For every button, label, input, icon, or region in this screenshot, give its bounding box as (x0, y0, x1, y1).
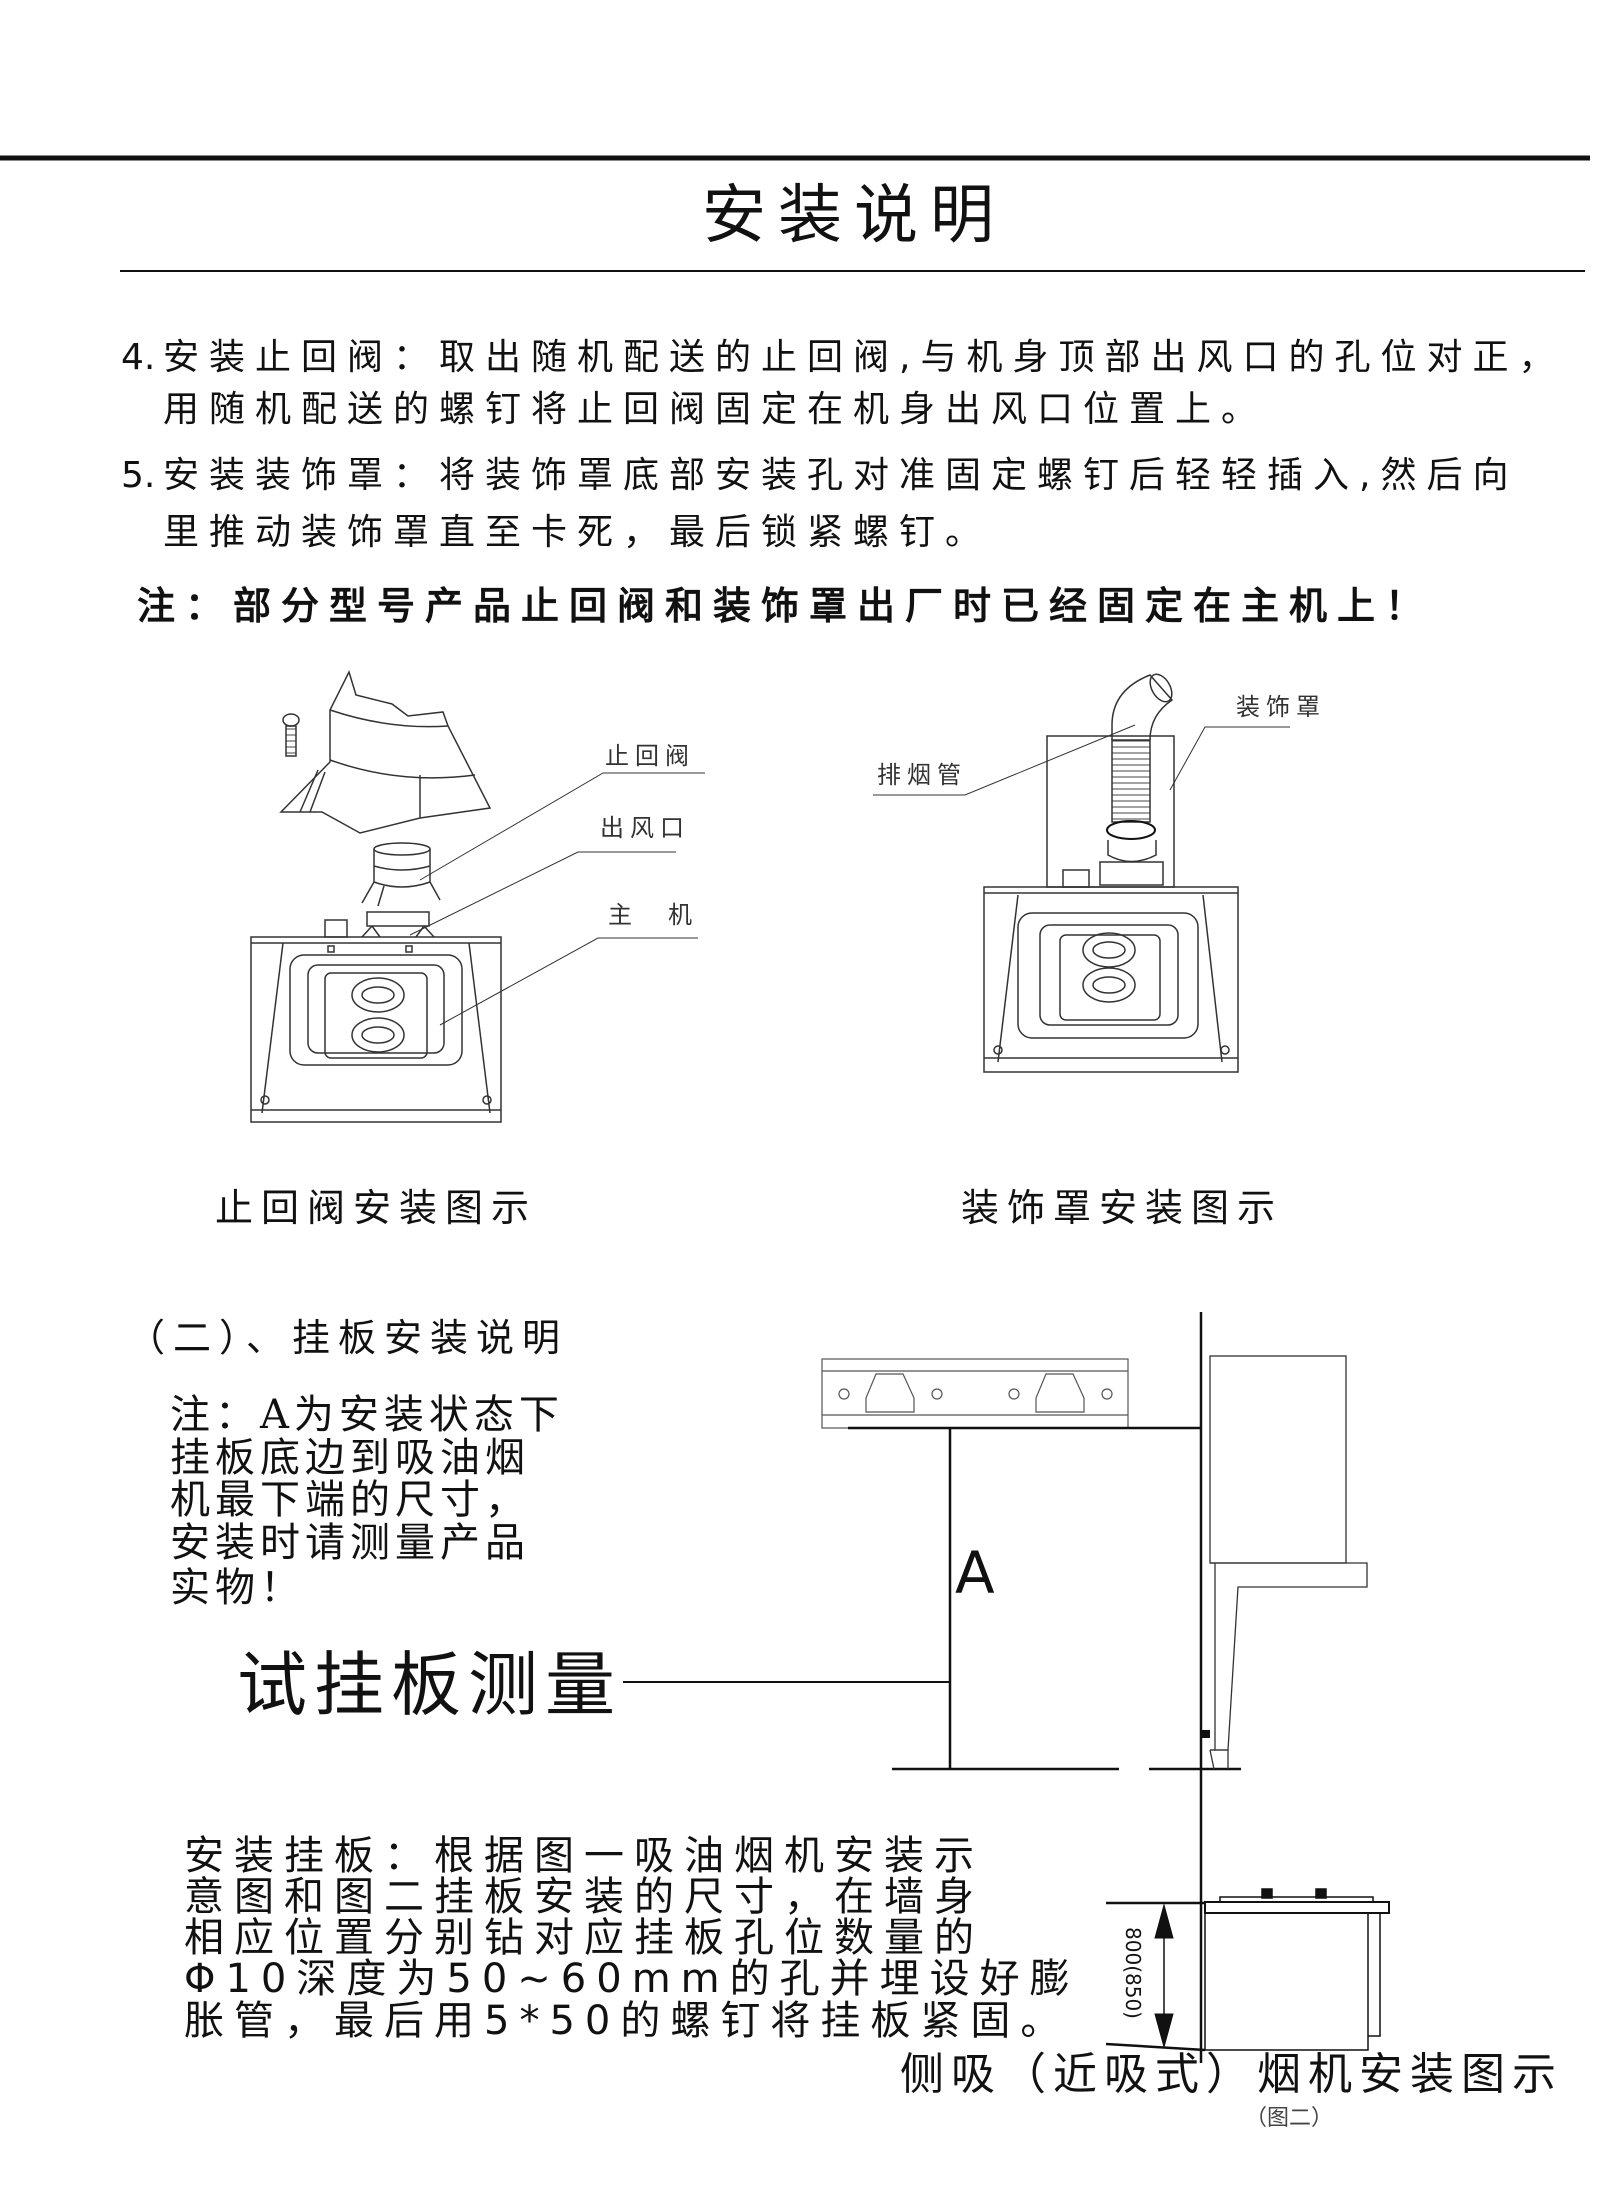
figure-number: （图二） (1245, 2106, 1334, 2131)
mounting-bracket (821, 1358, 1129, 1429)
step-4-number: 4. (121, 337, 156, 378)
section2-caption: 侧吸（近吸式）烟机安装图示 (900, 2049, 1563, 2100)
wall-mount-diagram (623, 1312, 1390, 2063)
instruction-line: 安装挂板：根据图一吸油烟机安装示 (184, 1833, 984, 1879)
instruction-line: 相应位置分别钻对应挂板孔位数量的 (184, 1915, 984, 1961)
cover-diagram (873, 673, 1290, 1073)
note-A-line: 安装时请测量产品 (170, 1520, 530, 1566)
step-5-text: 安装装饰罩：将装饰罩底部安装孔对准固定螺钉后轻轻插入,然后向 (163, 455, 1519, 496)
section2-heading: （二）、挂板安装说明 (127, 1316, 569, 1360)
measure-label: 试挂板测量 (237, 1644, 622, 1726)
step-4-text-cont: 用随机配送的螺钉将止回阀固定在机身出风口位置上。 (163, 389, 1268, 430)
note-A-line: 挂板底边到吸油烟 (170, 1435, 530, 1481)
check-valve-diagram (250, 669, 705, 1123)
height-dimension-label: 800(850) (1121, 1927, 1145, 2019)
figure1-caption: 止回阀安装图示 (215, 1186, 538, 1230)
instruction-line: 胀管，最后用5*50的螺钉将挂板紧固。 (184, 1998, 1071, 2044)
dimension-A-label: A (955, 1539, 995, 1607)
label-exhaust-pipe: 排烟管 (877, 761, 967, 789)
cooktop-cabinet (1105, 1888, 1390, 2052)
label-check-valve: 止回阀 (605, 742, 695, 770)
exhaust-pipe-elbow (1111, 674, 1174, 741)
step-4-text: 安装止回阀：取出随机配送的止回阀,与机身顶部出风口的孔位对正， (163, 337, 1565, 378)
height-dimension-arrow (1154, 1903, 1174, 2049)
instruction-line: Φ10深度为50~60mm的孔并埋设好膨 (184, 1956, 1080, 2002)
figure2-caption: 装饰罩安装图示 (961, 1186, 1284, 1230)
step-5-text-cont: 里推动装饰罩直至卡死，最后锁紧螺钉。 (163, 512, 992, 553)
step-5-number: 5. (121, 455, 156, 496)
main-unit-body (250, 936, 502, 1123)
note-A-line: 注：A为安装状态下 (170, 1392, 564, 1438)
hood-body (983, 886, 1239, 1073)
exhaust-pipe-ribs (1111, 739, 1151, 823)
label-decorative-cover: 装饰罩 (1236, 693, 1326, 721)
instruction-line: 意图和图二挂板安装的尺寸，在墙身 (184, 1874, 984, 1920)
label-main-unit: 主 机 (608, 901, 698, 929)
page-title: 安装说明 (702, 179, 1006, 253)
screw-icon (282, 713, 300, 757)
decorative-cover-box (1046, 735, 1175, 888)
label-outlet: 出风口 (600, 814, 690, 842)
decorative-cover-shape (279, 669, 492, 834)
hood-side-view (1209, 1355, 1368, 1770)
outlet-box (366, 911, 430, 927)
check-valve-part (361, 842, 441, 907)
note-A-line: 机最下端的尺寸， (170, 1477, 530, 1523)
factory-note: 注：部分型号产品止回阀和装饰罩出厂时已经固定在主机上！ (137, 584, 1434, 628)
note-A-line: 实物！ (170, 1565, 305, 1611)
